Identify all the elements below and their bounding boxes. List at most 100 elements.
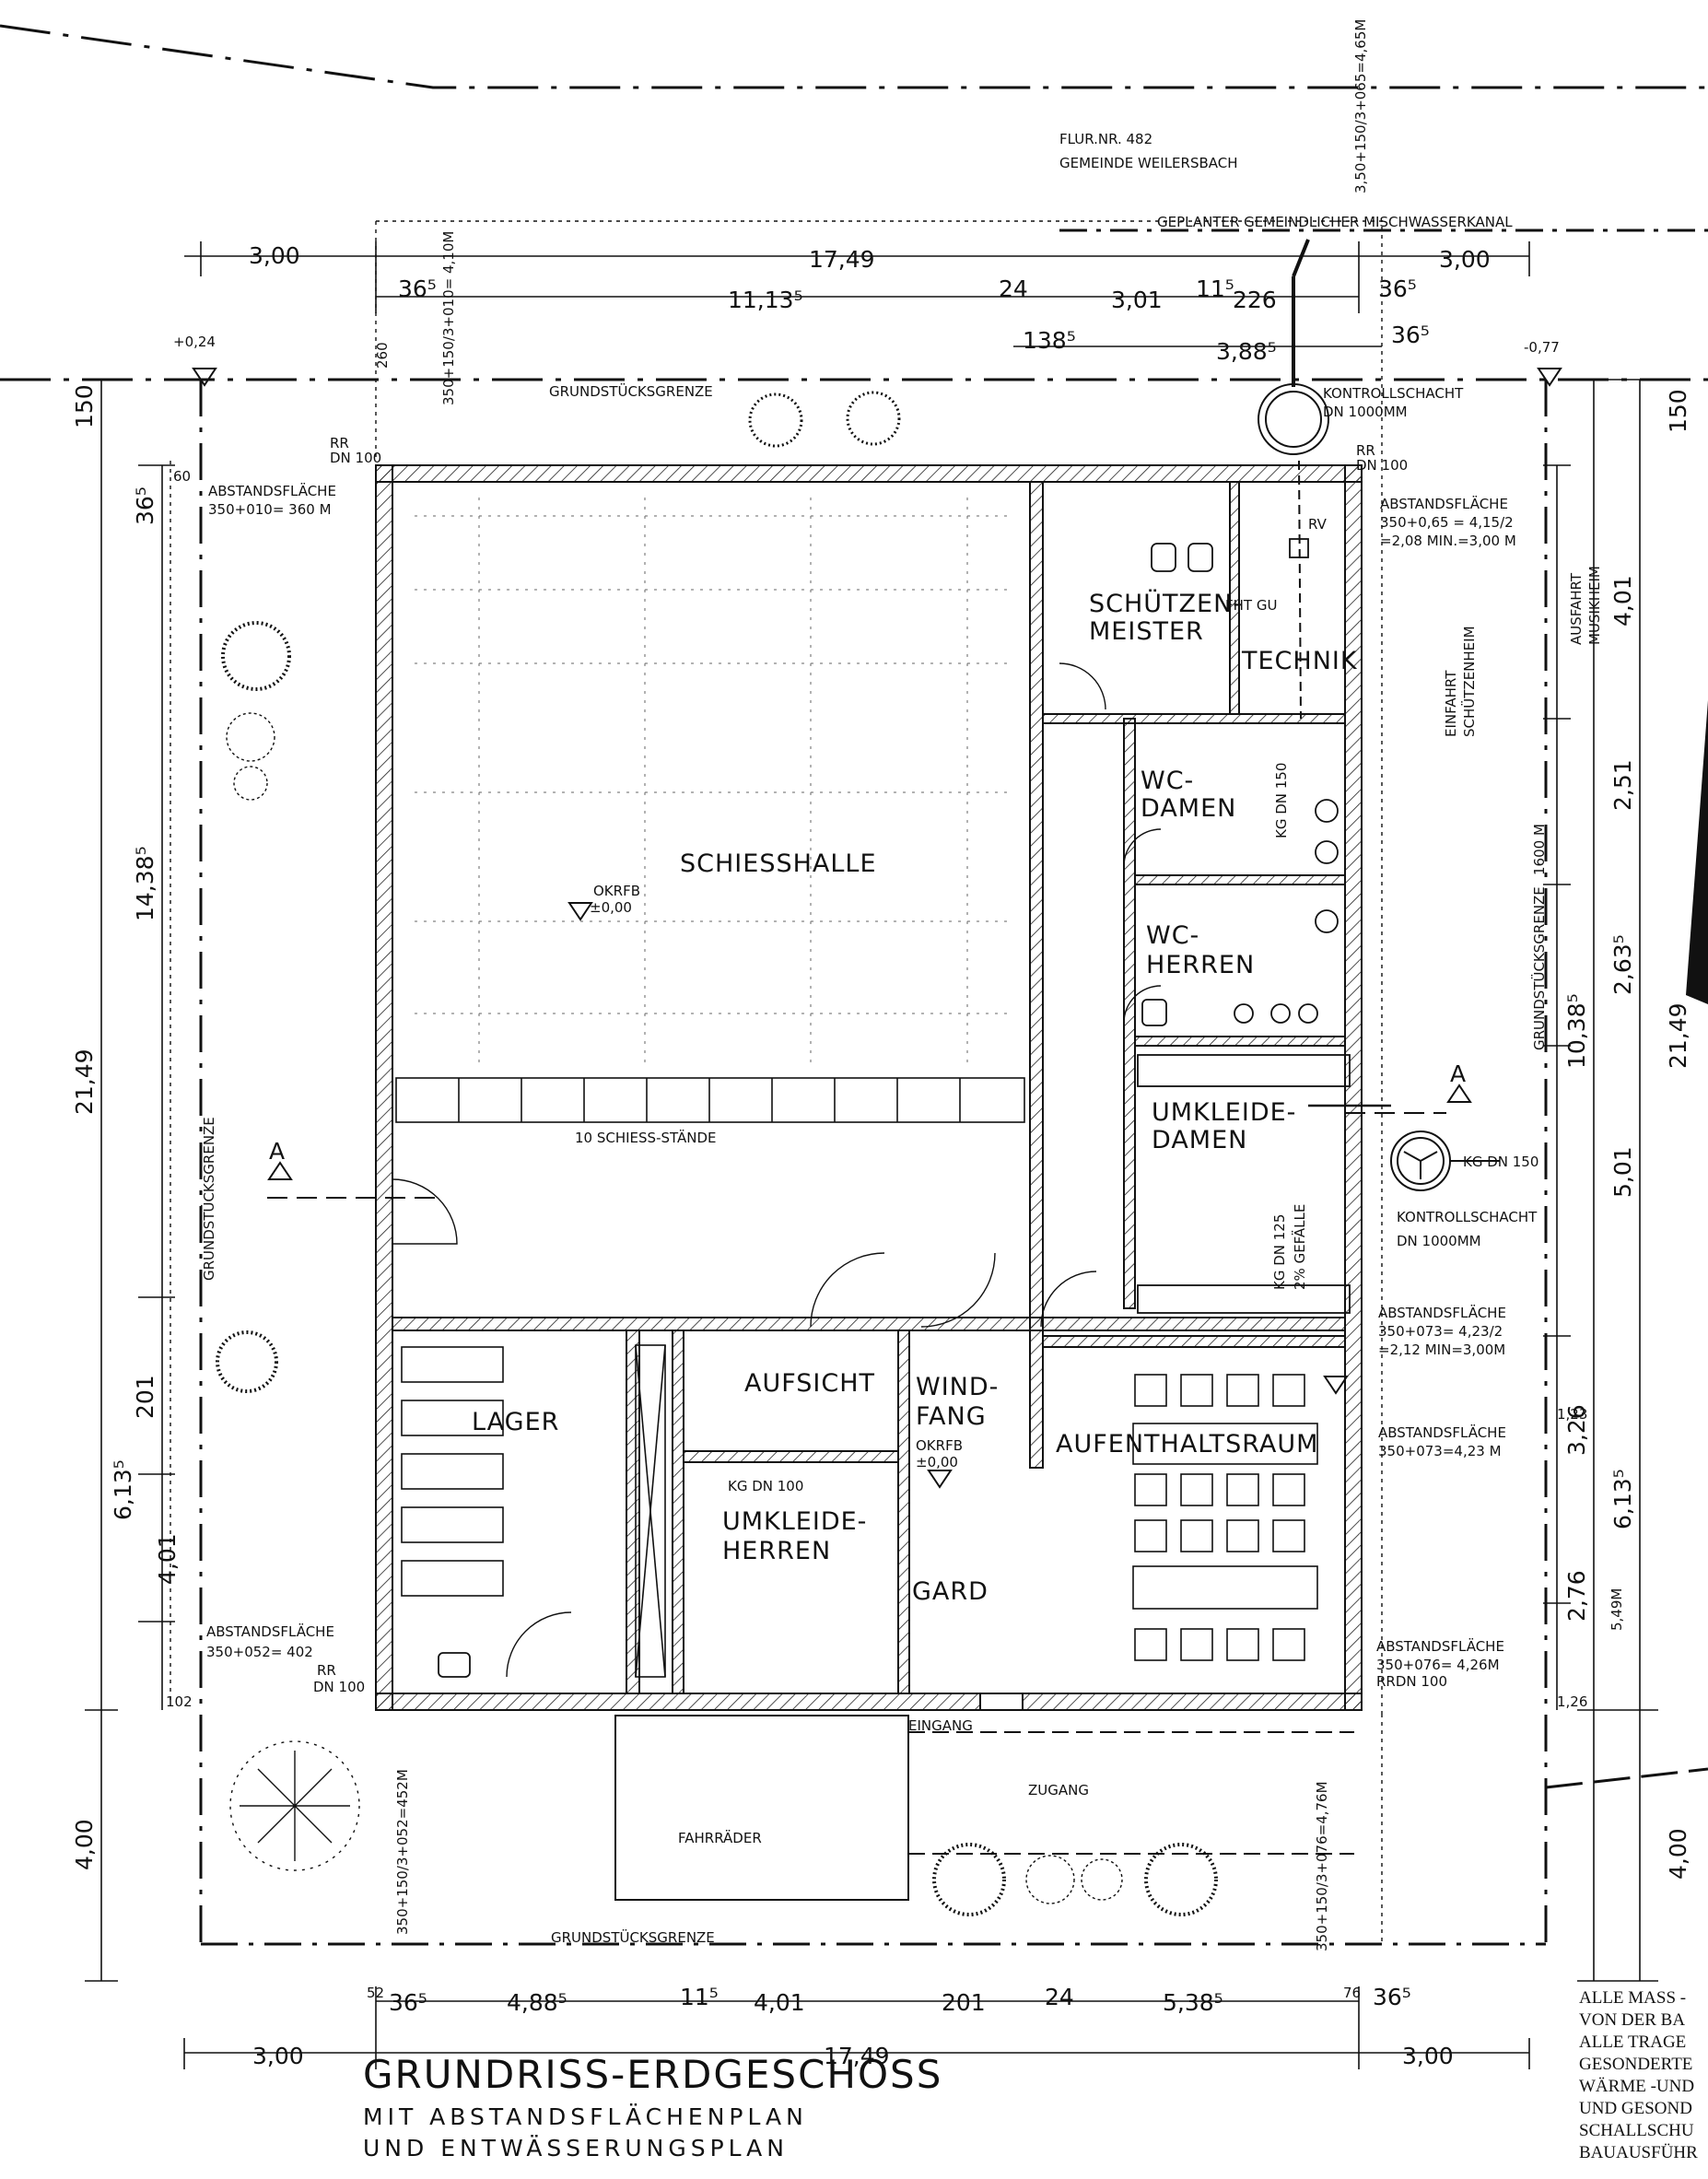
dim-top-24: 24 [999,275,1028,302]
dim-left-6135: 6,13⁵ [110,1459,136,1520]
dim-bottom-365: 36⁵ [389,1989,427,2016]
dim-right-251: 2,51 [1609,759,1636,811]
kg100-label: KG DN 100 [728,1478,803,1494]
building-walls [375,464,1363,1711]
label-ausfahrt-1: AUSFAHRT [1568,572,1585,645]
abstand-sw-calc: 350+052= 402 [206,1644,313,1660]
label-eingang: EINGANG [908,1717,973,1734]
dim-left-365: 36⁵ [132,486,158,525]
dim-top-3885: 3,88⁵ [1216,338,1277,365]
gefaelle-label: 2% GEFÄLLE [1291,1204,1308,1290]
dim-right-6135: 6,13⁵ [1609,1469,1636,1529]
level-right: -0,77 [1524,339,1560,356]
room-umkleide-herren-2: HERREN [722,1537,831,1565]
dim-top-365: 36⁵ [398,275,437,302]
dim-left-60: 60 [173,468,191,485]
room-windfang-2: FANG [916,1402,987,1431]
dim-left-201: 201 [132,1375,158,1419]
okrfb-entry-value: ±0,00 [916,1454,958,1470]
label-ausfahrt-2: MUSIKHEIM [1586,566,1603,645]
okrfb-hall-value: ±0,00 [590,899,632,916]
north-arrow-fragment [1686,700,1708,1004]
notes-block: ALLE MASS - VON DER BA ALLE TRAGE GESOND… [1579,1988,1698,2162]
boundary-label-right: GRUNDSTÜCKSGRENZE [1530,886,1548,1050]
abstand-nw-calc: 350+010= 360 M [208,501,332,518]
dim-left-150: 150 [71,384,98,428]
abstand-ne-label: ABSTANDSFLÄCHE [1380,495,1508,512]
abstand-se-calc: 350+076= 4,26M [1376,1657,1500,1673]
note-line-2: VON DER BA [1579,2010,1685,2030]
dim-top-1385: 138⁵ [1023,327,1076,354]
dim-left-102: 102 [166,1693,193,1710]
room-aufsicht: AUFSICHT [744,1369,875,1398]
level-markers [192,368,1562,1489]
dim-top-11135: 11,13⁵ [728,287,803,313]
level-left: +0,24 [173,334,216,350]
manhole-right-label: KONTROLLSCHACHT [1397,1209,1538,1225]
dim-left-2149: 21,49 [71,1048,98,1115]
aufenthalt-tables [1132,1374,1318,1661]
dim-right-2635: 2,63⁵ [1609,934,1636,995]
room-lager: LAGER [472,1408,559,1436]
door-swings [392,662,1162,1678]
dim-bottom-115: 11⁵ [680,1984,719,2010]
abstand-nw-label: ABSTANDSFLÄCHE [208,482,336,499]
abstand-e2-calc: 350+073=4,23 M [1378,1443,1502,1459]
interior-grid-lines [415,498,1013,1069]
note-line-7: SCHALLSCHU [1579,2121,1694,2140]
label-einfahrt-1: EINFAHRT [1443,670,1459,737]
note-line-6: UND GESOND [1579,2099,1692,2118]
manhole-top-size: DN 1000MM [1323,404,1408,420]
note-line-3: ALLE TRAGE [1579,2033,1686,2052]
dn100-top-left: DN 100 [330,450,381,466]
shooting-stands [395,1077,1025,1123]
abstand-topright-vertical: 3,50+150/3+065=4,65M [1352,19,1369,193]
room-schiesshalle: SCHIESSHALLE [680,849,877,878]
note-line-4: GESONDERTE [1579,2055,1692,2074]
shooting-stands-label: 10 SCHIESS-STÄNDE [575,1129,717,1146]
kg150-wc: KG DN 150 [1273,763,1290,838]
boundary-label-left: GRUNDSTÜCKSGRENZE [200,1117,217,1281]
abstand-bottomleft-vertical: 350+150/3+052=452M [394,1769,411,1935]
dimension-lines [85,241,1658,2069]
room-wc-herren-2: HERREN [1146,951,1255,979]
manhole-top-label: KONTROLLSCHACHT [1323,385,1464,402]
dimension-texts: 3,00 17,49 3,00 36⁵ 11,13⁵ 24 3,01 11⁵ 2… [71,242,1691,2069]
dim-bottom-24: 24 [1045,1984,1074,2010]
section-markers: A A [269,1060,1466,1165]
dim-top-260: 260 [374,342,391,369]
dim-top-365-right: 36⁵ [1378,275,1417,302]
dim-bottom-300-left: 3,00 [252,2043,304,2069]
abstand-e1-label: ABSTANDSFLÄCHE [1378,1304,1506,1321]
dim-right-10385: 10,38⁵ [1563,993,1590,1069]
dim-top-1749: 17,49 [809,246,875,273]
dim-right-276: 2,76 [1563,1570,1590,1622]
boundary-label-bottom: GRUNDSTÜCKSGRENZE [551,1928,715,1946]
abstand-bottomright-vertical: 350+150/3+076=4,76M [1314,1781,1330,1951]
label-fahrraeder: FAHRRÄDER [678,1829,762,1846]
room-wc-damen-1: WC- [1141,767,1194,795]
sewer-label: GEPLANTER GEMEINDLICHER MISCHWASSERKANAL [1157,214,1513,230]
rrdn100-label: RRDN 100 [1376,1673,1447,1690]
plot-labels: FLUR.NR. 482 GEMEINDE WEILERSBACH GEPLAN… [173,131,1560,1946]
abstand-e2-label: ABSTANDSFLÄCHE [1378,1423,1506,1441]
dim-top-365-r2: 36⁵ [1391,322,1430,348]
okrfb-hall: OKRFB [593,883,640,899]
rr-top-right: RR [1356,442,1375,459]
abstand-sw-label: ABSTANDSFLÄCHE [206,1623,334,1640]
boundary-label-top: GRUNDSTÜCKSGRENZE [549,382,713,400]
abstand-top-vertical: 350+150/3+010= 4,10M [440,231,457,405]
kg150-right: KG DN 150 [1463,1154,1538,1170]
dim-right-150: 150 [1665,389,1691,433]
municipality: GEMEINDE WEILERSBACH [1059,155,1238,171]
note-line-8: BAUAUSFÜHR [1579,2143,1698,2162]
outdoor-areas [614,1715,1354,1901]
fht-label: FHT GU [1225,597,1277,614]
drawing-title: GRUNDRISS-ERDGESCHOSS [363,2052,942,2097]
site-boundary-lines [0,24,1708,1946]
dim-top-301: 3,01 [1111,287,1163,313]
room-wc-herren-1: WC- [1146,921,1199,950]
room-aufenthaltsraum: AUFENTHALTSRAUM [1056,1430,1318,1459]
dim-left-401: 4,01 [154,1533,181,1585]
drainage-labels: KONTROLLSCHACHT DN 1000MM KONTROLLSCHACH… [313,385,1538,1695]
